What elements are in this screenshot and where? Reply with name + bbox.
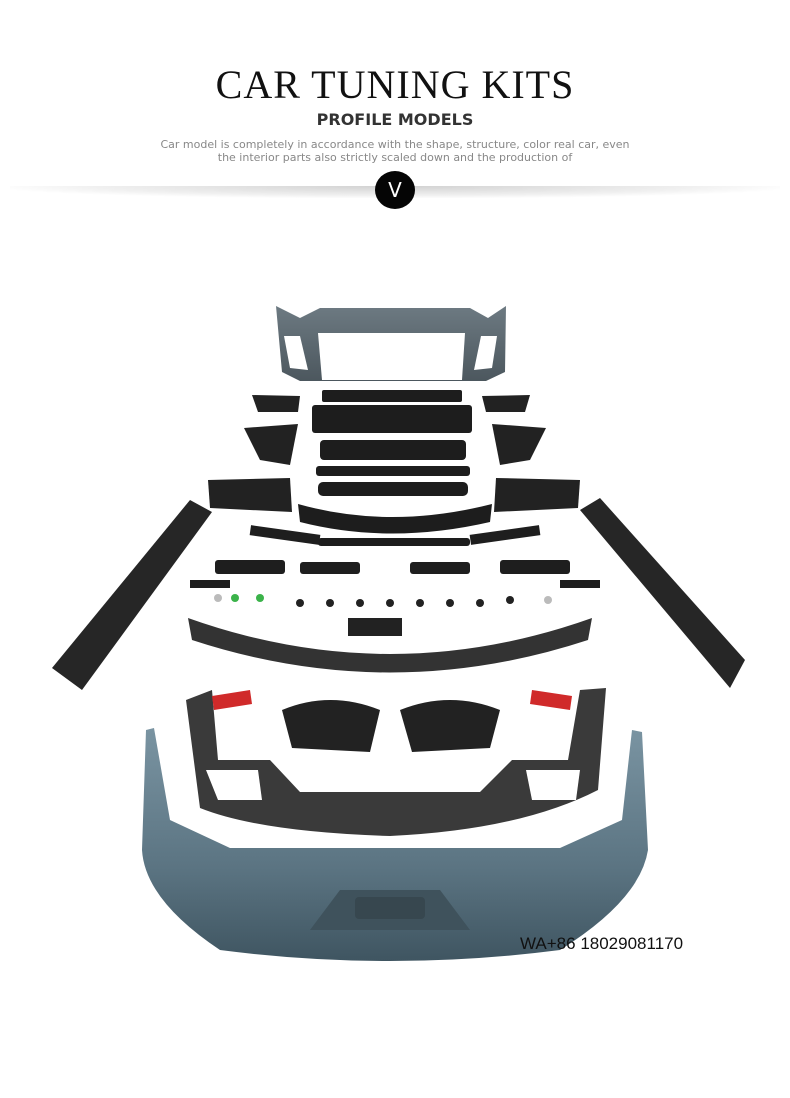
- page-description: Car model is completely in accordance wi…: [160, 138, 630, 164]
- front-bumper: [276, 306, 506, 381]
- scroll-down-button[interactable]: V: [375, 171, 415, 209]
- page-subtitle: PROFILE MODELS: [316, 110, 474, 129]
- rear-diffuser: [186, 688, 606, 836]
- whatsapp-contact: WA+86 18029081170: [520, 934, 684, 953]
- rear-bumper: [142, 728, 648, 961]
- page-title: CAR TUNING KITS: [215, 62, 575, 107]
- grilles: [298, 390, 492, 546]
- body-kit-image: [52, 306, 745, 961]
- chevron-down-icon: V: [388, 178, 402, 202]
